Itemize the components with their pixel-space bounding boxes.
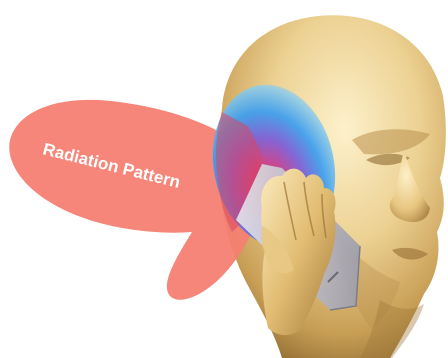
radiation-diagram: Radiation Pattern [0, 0, 448, 358]
